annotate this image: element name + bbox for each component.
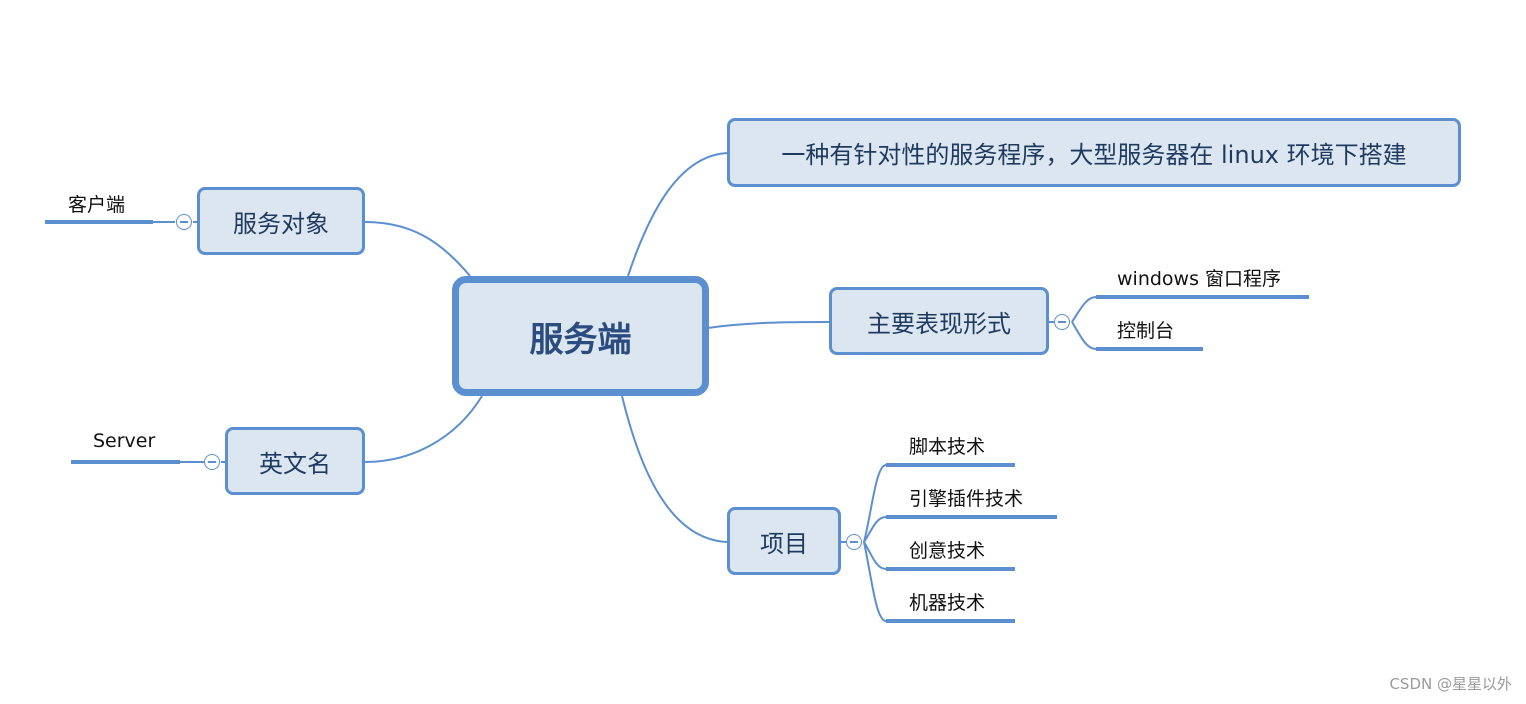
- main-forms-leaf-2[interactable]: 控制台: [1117, 320, 1175, 342]
- main-forms-label: 主要表现形式: [867, 309, 1011, 338]
- projects-leaf-2[interactable]: 引擎插件技术: [909, 488, 1024, 510]
- english-name-leaf-underline: [71, 460, 180, 464]
- main-forms-leaf-1[interactable]: windows 窗口程序: [1117, 268, 1282, 290]
- connector-definition: [627, 152, 729, 277]
- projects-collapse-icon[interactable]: [846, 534, 862, 550]
- main-forms-node[interactable]: 主要表现形式: [829, 287, 1049, 355]
- service-target-label: 服务对象: [233, 209, 329, 238]
- projects-label: 项目: [760, 529, 808, 558]
- projects-leaf-2-underline: [886, 515, 1057, 519]
- english-name-collapse-icon[interactable]: [204, 454, 220, 470]
- connector-main-forms-leaf-1: [1071, 296, 1097, 323]
- english-name-label: 英文名: [259, 449, 331, 478]
- connector-projects-leaf-1: [863, 464, 887, 543]
- main-forms-leaf-2-underline: [1096, 347, 1203, 351]
- central-topic-label: 服务端: [529, 319, 632, 360]
- connector-projects-leaf-2: [863, 516, 887, 543]
- english-name-leaf[interactable]: Server: [93, 430, 156, 452]
- projects-leaf-3-underline: [886, 567, 1015, 571]
- projects-node[interactable]: 项目: [727, 507, 841, 575]
- connector-main-forms: [707, 321, 831, 329]
- service-target-collapse-icon[interactable]: [176, 214, 192, 230]
- connector-english-name: [364, 395, 483, 463]
- connector-main-forms-leaf-2: [1071, 321, 1097, 350]
- connector-service-target: [364, 221, 471, 277]
- definition-node[interactable]: 一种有针对性的服务程序，大型服务器在 linux 环境下搭建: [727, 118, 1461, 187]
- english-name-node[interactable]: 英文名: [225, 427, 365, 495]
- watermark: CSDN @星星以外: [1389, 675, 1512, 693]
- projects-leaf-3[interactable]: 创意技术: [909, 540, 986, 562]
- connector-projects-leaf-3: [863, 541, 887, 570]
- main-forms-collapse-icon[interactable]: [1054, 314, 1070, 330]
- service-target-node[interactable]: 服务对象: [197, 187, 365, 255]
- service-target-leaf-underline: [45, 220, 153, 224]
- connector-projects: [621, 395, 729, 543]
- projects-leaf-1[interactable]: 脚本技术: [909, 436, 986, 458]
- projects-leaf-1-underline: [886, 463, 1015, 467]
- connector-projects-leaf-4: [863, 541, 887, 622]
- projects-leaf-4[interactable]: 机器技术: [909, 592, 986, 614]
- definition-label: 一种有针对性的服务程序，大型服务器在 linux 环境下搭建: [781, 141, 1407, 169]
- projects-leaf-4-underline: [886, 619, 1015, 623]
- central-topic-node[interactable]: 服务端: [452, 276, 709, 396]
- service-target-leaf[interactable]: 客户端: [68, 194, 126, 216]
- main-forms-leaf-1-underline: [1096, 295, 1309, 299]
